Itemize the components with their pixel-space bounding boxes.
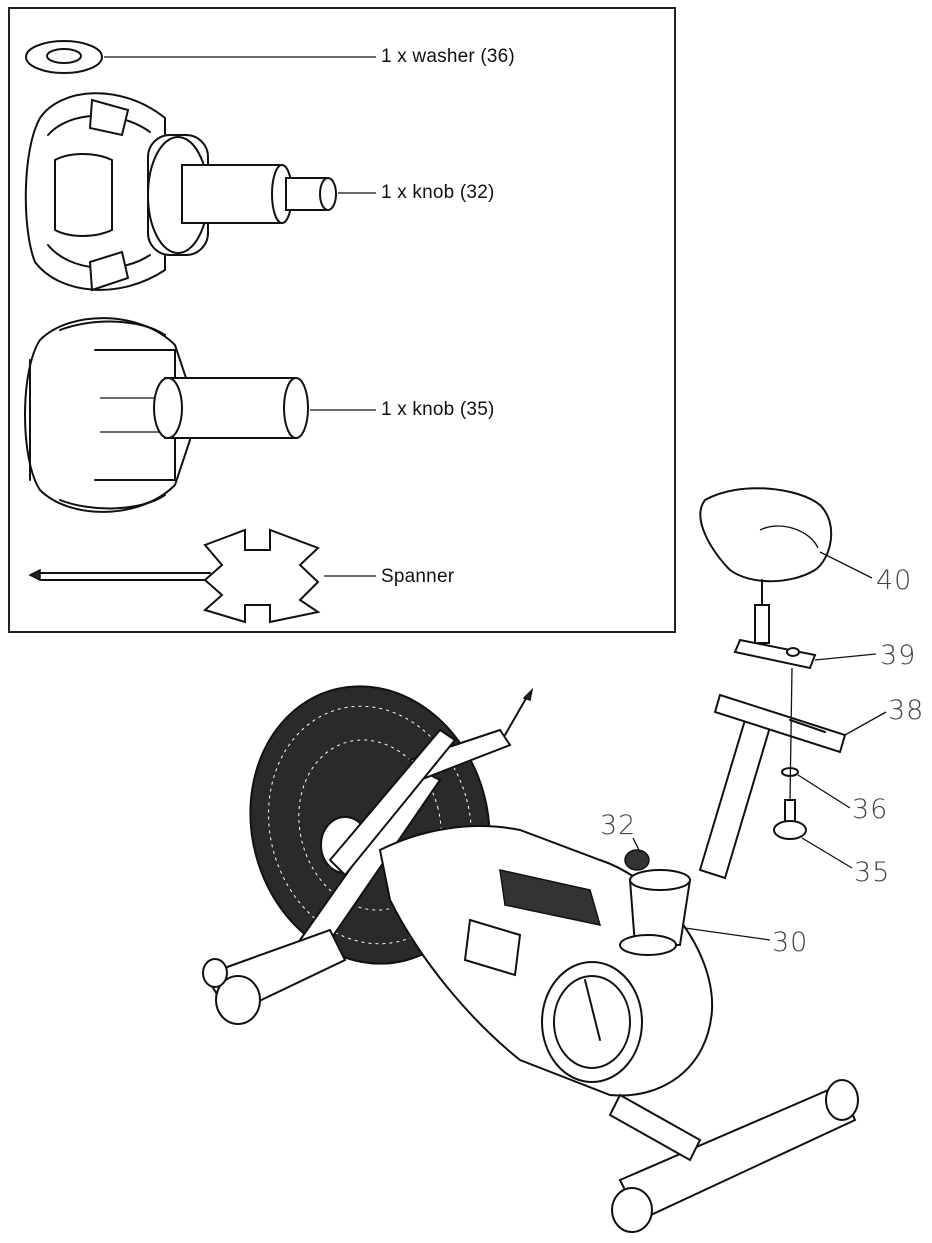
callout-30: 30 bbox=[772, 927, 809, 958]
callout-32: 32 bbox=[600, 810, 637, 841]
callout-38: 38 bbox=[888, 695, 925, 726]
knob-32-illustration bbox=[24, 92, 376, 292]
washer-illustration bbox=[25, 40, 376, 74]
callout-40: 40 bbox=[876, 565, 913, 596]
exercise-bike-illustration bbox=[202, 487, 887, 1233]
spanner-illustration bbox=[28, 528, 376, 624]
callout-35: 35 bbox=[854, 857, 891, 888]
spanner-label: Spanner bbox=[381, 566, 455, 587]
knob-35-label: 1 x knob (35) bbox=[381, 399, 495, 420]
washer-label: 1 x washer (36) bbox=[381, 46, 515, 67]
callout-36: 36 bbox=[852, 794, 889, 825]
callout-39: 39 bbox=[880, 640, 917, 671]
knob-35-illustration bbox=[24, 317, 376, 513]
parts-inventory-box bbox=[8, 7, 676, 633]
knob-32-label: 1 x knob (32) bbox=[381, 182, 495, 203]
